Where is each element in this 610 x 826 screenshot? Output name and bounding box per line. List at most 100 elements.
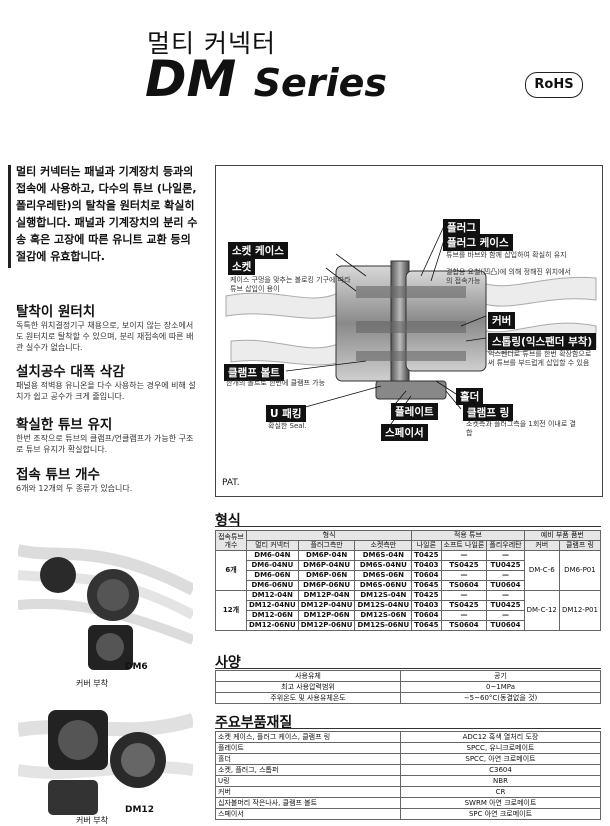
cell: DM12-06N: [246, 610, 299, 621]
models-rule: [215, 526, 601, 527]
label-clamp-bolt: 클램프 볼트: [224, 364, 284, 381]
series-title-suffix: Series: [253, 61, 387, 105]
cell: NBR: [400, 775, 601, 787]
label-socket: 소켓: [228, 258, 256, 275]
cell: DM12S-04N: [354, 590, 413, 601]
feature-title: 확실한 튜브 유지: [16, 417, 113, 433]
table-row: DM6-04NU DM6P-04NU DM6S-04NU T0403 TS042…: [216, 560, 601, 571]
spec-title: 사양: [215, 655, 241, 671]
label-spacer: 스페이서: [381, 424, 428, 441]
cell: 사용유체: [215, 670, 401, 682]
cell: −5~60°C(동결없을 것): [400, 692, 601, 704]
intro-bar: [8, 165, 11, 268]
col-clamp-ring: 클램프 링: [558, 540, 602, 551]
note-clamp-bolt: 한개의 볼트로 한번에 클램프 가능: [226, 379, 326, 387]
cell: —: [486, 590, 525, 601]
patent-mark: PAT.: [222, 478, 240, 488]
group-cover: DM-C-12: [523, 590, 560, 631]
cell: DM6P-06NU: [297, 580, 356, 591]
title-korean: 멀티 커넥터: [147, 29, 276, 58]
group-ring: DM6-P01: [558, 550, 602, 591]
cell: —: [486, 570, 525, 581]
label-spacer-ring: 스톱링(익스팬더 부착): [488, 333, 597, 350]
cell: —: [440, 570, 488, 581]
label-clamp-ring: 클램프 링: [463, 404, 514, 421]
label-plate: 플레이트: [391, 403, 438, 420]
note-clamp-ring: 소켓측과 플러그측을 1회전 이내로 결합: [466, 420, 576, 437]
col-soft-nylon: 소프트 나일론: [440, 540, 488, 551]
cell: TS0425: [440, 560, 488, 571]
table-row: DM12-06N DM12P-06N DM12S-06N T0604 — —: [216, 610, 601, 621]
cell: ADC12 흑색 열처리 도장: [400, 731, 601, 743]
spec-rule: [215, 668, 601, 669]
models-table-wrap: 접속튜브 개수 형식 적용 튜브 예비 부품 품번 멀티 커넥터 플러그측만 소…: [215, 530, 602, 631]
feature-title: 설치공수 대폭 삭감: [16, 364, 125, 380]
cell: T0425: [411, 590, 442, 601]
table-row: DM12-06NU DM12P-06NU DM12S-06NU T0645 TS…: [216, 620, 601, 631]
group-count: 12개: [215, 590, 247, 631]
materials-rule: [215, 728, 601, 729]
models-title: 형식: [215, 513, 241, 529]
cell: T0403: [411, 560, 442, 571]
cell: TS0425: [440, 600, 488, 611]
connector-cutaway-illustration: [225, 225, 597, 432]
photo-caption-dm12: 커버 부착: [76, 816, 108, 825]
cell: DM12P-04N: [297, 590, 356, 601]
feature-2: 설치공수 대폭 삭감 패널용 적벽용 유니온을 다수 사용하는 경우에 비해 설…: [16, 360, 196, 402]
photo-label-dm12: DM12: [125, 805, 154, 815]
cell: DM12P-06N: [297, 610, 356, 621]
cell: 스페이서: [215, 808, 401, 820]
cell: DM6S-04NU: [354, 560, 413, 571]
label-cover: 커버: [488, 312, 516, 329]
rohs-badge: RoHS: [525, 72, 583, 98]
cell: SPCC, 유니크로메이트: [400, 742, 601, 754]
cell: —: [486, 550, 525, 561]
cell: 플레이트: [215, 742, 401, 754]
cell: DM6S-04N: [354, 550, 413, 561]
col-connector: 멀티 커넥터: [246, 540, 299, 551]
col-nylon: 나일론: [411, 540, 442, 551]
photo-dm6: [16, 530, 196, 680]
cell: T0645: [411, 580, 442, 591]
cell: SPC 아연 크로메이트: [400, 808, 601, 820]
cell: 주위온도 및 사용유체온도: [215, 692, 401, 704]
note-spacer-ring: 익스펜더로 튜브를 한번 확장함으로써 튜브를 부드럽게 삽입할 수 있음: [488, 350, 592, 367]
label-plug: 플러그: [443, 219, 480, 236]
cell: 0~1MPa: [400, 681, 601, 693]
table-row: 12개 DM12-04N DM12P-04N DM12S-04N T0425 —…: [215, 590, 602, 631]
cell: TU0604: [486, 580, 525, 591]
label-holder: 홀더: [456, 388, 484, 405]
feature-4: 접속 튜브 개수 6개와 12개의 두 종류가 있습니다.: [16, 463, 196, 494]
cell: U링: [215, 775, 401, 787]
cell: SWRM 아연 크로메이트: [400, 797, 601, 809]
cell: DM12-06NU: [246, 620, 299, 631]
col-count: 접속튜브 개수: [215, 530, 247, 551]
cell: T0604: [411, 610, 442, 621]
col-plug: 플러그측만: [297, 540, 356, 551]
cell: TS0604: [440, 620, 488, 631]
cell: DM12S-06N: [354, 610, 413, 621]
cell: TU0604: [486, 620, 525, 631]
cell: —: [440, 550, 488, 561]
cell: TU0425: [486, 560, 525, 571]
cell: DM6S-06N: [354, 570, 413, 581]
table-row: 주위온도 및 사용유체온도−5~60°C(동결없을 것): [215, 692, 601, 704]
photo-caption-dm6: 커버 부착: [76, 679, 108, 688]
cell: DM6P-06N: [297, 570, 356, 581]
series-title-main: DM: [145, 50, 237, 108]
group-ring: DM12-P01: [558, 590, 602, 631]
table-row: DM6-06NU DM6P-06NU DM6S-06NU T0645 TS060…: [216, 580, 601, 591]
note-socket: 케이스 구멍을 맞추는 볼로킹 기구에 따라 튜브 삽입이 용이: [230, 276, 351, 293]
cell: 십자볼머리 작은나사, 클램프 볼트: [215, 797, 401, 809]
